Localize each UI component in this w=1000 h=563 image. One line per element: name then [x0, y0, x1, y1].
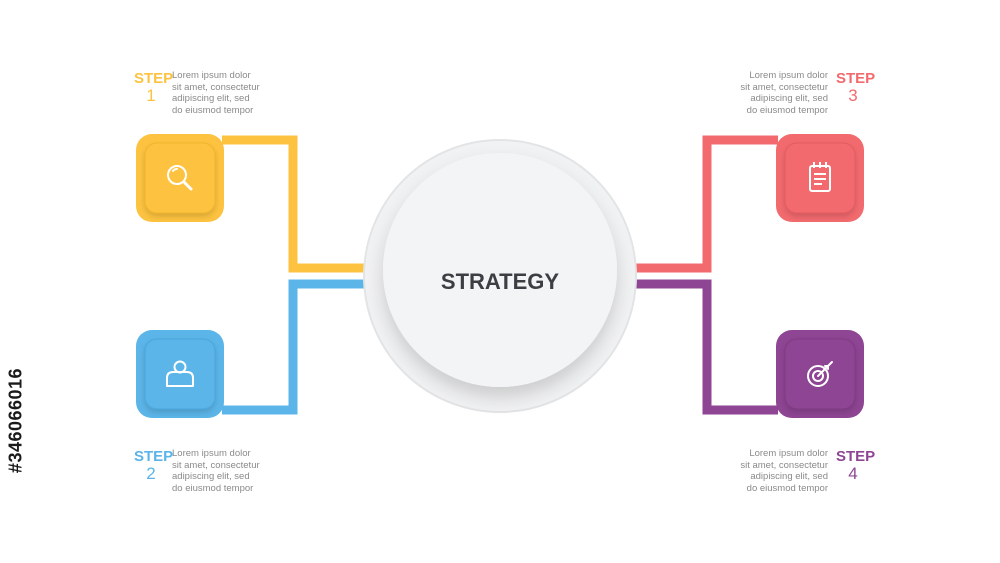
clipboard-icon	[809, 162, 831, 192]
step-4-description: Lorem ipsum dolor sit amet, consectetur …	[740, 448, 828, 494]
step-3-box	[776, 134, 864, 222]
user-icon	[166, 360, 194, 387]
step-2-info: STEP 2 Lorem ipsum dolor sit amet, conse…	[134, 448, 282, 494]
step-2-box	[136, 330, 224, 418]
step-1-label: STEP 1	[134, 70, 174, 105]
step-2-number: 2	[146, 464, 156, 483]
connector-step-1	[222, 135, 375, 273]
step-4-info: Lorem ipsum dolor sit amet, consectetur …	[718, 448, 876, 494]
watermark-id: #346066016	[5, 367, 26, 474]
step-4-box	[776, 330, 864, 418]
step-1-box	[136, 134, 224, 222]
step-3-label: STEP 3	[836, 70, 876, 105]
step-1-description: Lorem ipsum dolor sit amet, consectetur …	[172, 70, 260, 116]
connector-step-2	[222, 279, 375, 415]
connector-step-3	[625, 135, 778, 273]
step-3-description: Lorem ipsum dolor sit amet, consectetur …	[740, 70, 828, 116]
step-4-number: 4	[848, 464, 858, 483]
step-4-label: STEP 4	[836, 448, 876, 483]
step-1-number: 1	[146, 86, 156, 105]
search-icon	[167, 165, 193, 191]
step-2-description: Lorem ipsum dolor sit amet, consectetur …	[172, 448, 260, 494]
target-icon	[807, 361, 833, 387]
step-2-label: STEP 2	[134, 448, 174, 483]
connector-step-4	[625, 279, 778, 415]
center-title: STRATEGY	[441, 269, 559, 294]
step-1-info: STEP 1 Lorem ipsum dolor sit amet, conse…	[134, 70, 282, 116]
center-circle	[383, 153, 617, 387]
step-3-info: Lorem ipsum dolor sit amet, consectetur …	[718, 70, 876, 116]
step-3-number: 3	[848, 86, 858, 105]
